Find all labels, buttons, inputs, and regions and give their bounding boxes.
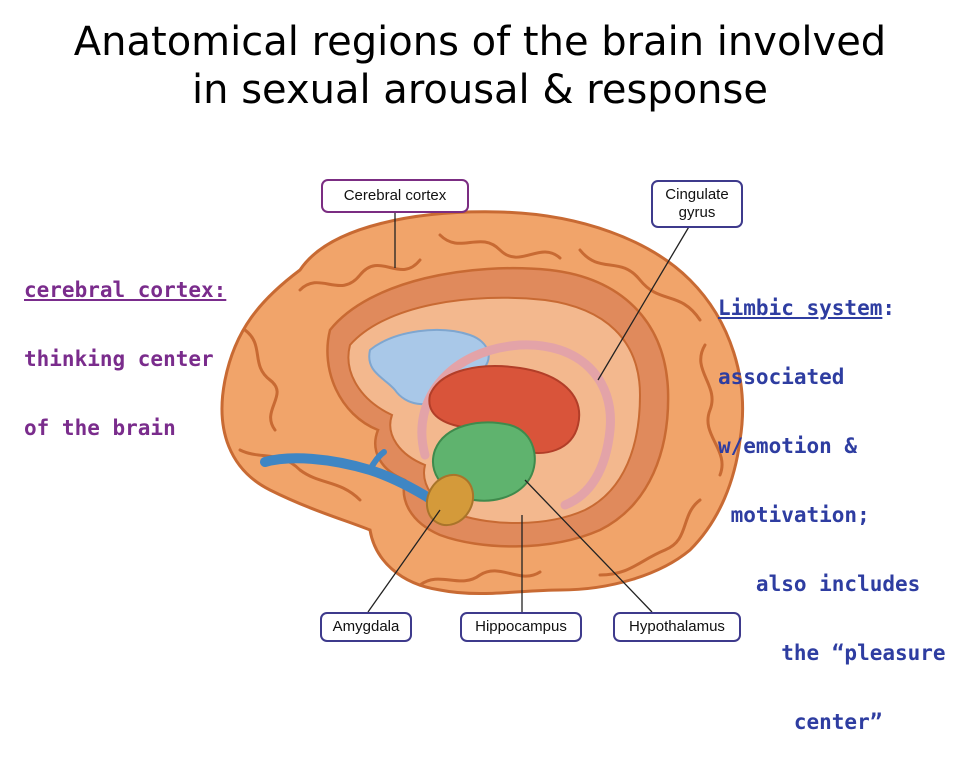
limbic-note-line-3: w/emotion & [718, 434, 858, 458]
limbic-note-line-7: center” [718, 710, 883, 734]
olfactory-branch [367, 449, 387, 473]
limbic-note-heading-colon: : [882, 296, 896, 320]
label-hippocampus-text: Hippocampus [475, 618, 567, 635]
label-cingulate-text-2: gyrus [678, 204, 716, 221]
cortex-note-line-3: of the brain [24, 416, 176, 440]
label-hippocampus: Hippocampus [460, 612, 582, 642]
limbic-note-line-6: the “pleasure [718, 641, 946, 665]
cortex-note-line-2: thinking center [24, 347, 214, 371]
limbic-note-heading: Limbic system [718, 296, 883, 320]
cerebral-cortex-note: cerebral cortex: thinking center of the … [24, 233, 226, 463]
cortex-note-heading: cerebral cortex: [24, 278, 227, 302]
limbic-note-line-2: associated [718, 365, 845, 389]
title-line-2: in sexual arousal & response [192, 67, 768, 113]
label-cingulate-text-1: Cingulate [665, 186, 729, 203]
label-amygdala-text: Amygdala [332, 618, 400, 635]
leader-lines [367, 212, 691, 613]
limbic-note-line-5: also includes [718, 572, 921, 596]
label-cerebral-cortex-text: Cerebral cortex [343, 187, 447, 204]
title-line-1: Anatomical regions of the brain involved [73, 19, 887, 65]
label-amygdala: Amygdala [320, 612, 412, 642]
limbic-note-heading-row: Limbic system: [718, 297, 946, 320]
brain-diagram [220, 210, 744, 613]
label-hypothalamus: Hypothalamus [613, 612, 741, 642]
label-hypothalamus-text: Hypothalamus [629, 618, 725, 635]
diagram-title: Anatomical regions of the brain involved… [0, 18, 960, 114]
limbic-note-line-4: motivation; [718, 503, 870, 527]
label-cingulate-gyrus: Cingulate gyrus [651, 180, 743, 228]
limbic-system-note: Limbic system: associated w/emotion & mo… [718, 251, 946, 757]
label-cerebral-cortex: Cerebral cortex [321, 179, 469, 213]
